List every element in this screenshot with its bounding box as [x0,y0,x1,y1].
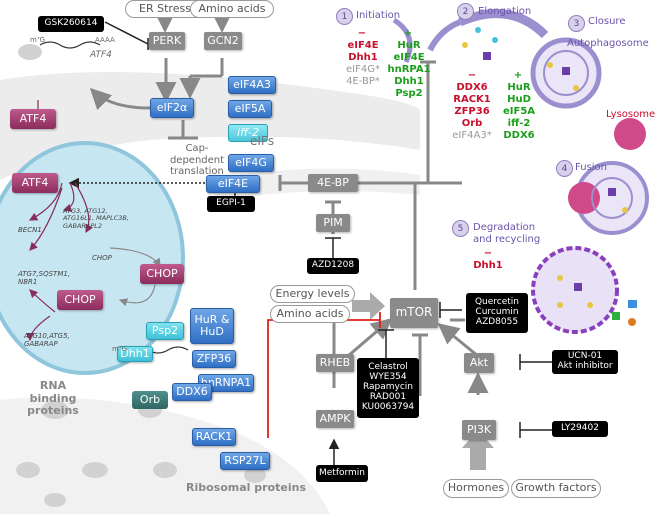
initiation-minus: − [357,28,367,39]
nucleus [0,141,185,375]
atf4-mrna-label: ATF4 [90,50,112,60]
hormones-stimulus: Hormones [443,479,509,498]
er-stress-stimulus: ER Stress [125,0,205,18]
rack1-node: RACK1 [192,428,236,446]
energy-levels-stimulus: Energy levels [270,285,355,303]
degradation-inhibitors: Dhh1 [473,260,503,271]
m7g-label: m⁷G [30,36,46,44]
zfp36-node: ZFP36 [192,350,236,368]
rbp-m7g-label: m⁷G [112,345,128,353]
hormone-arrow [462,430,494,470]
elongation-minus: − [467,70,477,81]
atf4-nucleus-node: ATF4 [12,173,58,193]
gcn2-node: GCN2 [204,32,242,50]
rheb-node: RHEB [316,354,354,372]
akt-inhibitor-box: UCN-01 Akt inhibitor [552,350,618,374]
initiation-activators: HuR eIF4E hnRPA1 Dhh1 Psp2 [387,40,431,99]
gene-group2-label: ATG7,SQSTM1, NBR1 [18,270,71,287]
autophagosome-label: Autophagosome [567,38,649,49]
elongation-inhibitors: DDX6 RACK1 ZFP36 Orb [453,82,491,129]
cap-dependent-label: Cap-dependent translation [169,143,225,177]
chop-cytoplasm-node: CHOP [140,264,184,284]
iff2-node: iff-2 [228,124,268,142]
mtor-node: mTOR [390,298,438,328]
stage-badge-5: 5 [452,220,469,237]
chop-nucleus-node: CHOP [57,290,103,310]
hur-hud-node: HuR & HuD [190,308,234,344]
pi3k-node: PI3K [462,420,496,440]
gene-group1-label: ATG10,ATG5, GABARAP [24,332,70,349]
becn1-gene-label: BECN1 [18,226,42,234]
eifs-label: eIFs [250,134,275,148]
hnrnpa1-node: hnRNPA1 [198,374,254,392]
stage-title-3: Closure [588,16,626,27]
akt-node: Akt [464,353,494,373]
degradation-minus: − [483,248,493,259]
ly29402-inhibitor: LY29402 [552,421,608,437]
rna-binding-proteins-label: RNA binding proteins [27,379,79,418]
phagophore [392,17,413,64]
initiation-inhibitors: eIF4E Dhh1 [347,40,379,63]
lysosome-label: Lysosome [606,109,656,120]
dhh1-node: Dhh1 [117,346,153,362]
initiation-plus: + [403,28,413,39]
stage-badge-4: 4 [556,160,573,177]
er-membrane-bottom [0,397,330,514]
eif4a3-node: eIF4A3 [228,76,276,94]
cargo-icon [483,52,491,60]
mtor-drugs-inhibitor: Quercetin Curcumin AZD8055 [466,293,528,333]
stage-badge-3: 3 [568,15,585,32]
orb-node: Orb [132,391,168,409]
chop-gene-label: CHOP [92,254,112,262]
stage-badge-1: 1 [336,8,353,25]
atf4-cytoplasm-node: ATF4 [10,109,56,129]
ribosomal-proteins-label: Ribosomal proteins [186,481,306,494]
rsp27l-node: RSP27L [220,452,270,470]
growth-factors-stimulus: Growth factors [511,479,601,498]
pim-node: PIM [316,214,350,232]
eif5a-node: eIF5A [228,100,272,118]
elongation-grey-list: eIF4A3* [452,130,492,141]
lysosome-icon [614,118,646,150]
perk-node: PERK [149,32,185,50]
stage-title-2: Elongation [478,6,532,17]
egpi1-inhibitor: EGPI-1 [207,196,255,212]
stage-title-5: Degradation and recycling [473,222,541,245]
eif2a-node: eIF2α [150,98,194,118]
metformin-activator: Metformin [316,465,368,482]
amino-acids-stimulus: Amino acids [270,305,350,323]
eif4g-node: eIF4G [228,154,274,172]
stage-title-4: Fusion [575,162,607,173]
amino-acids-top-stimulus: Amino acids [190,0,274,18]
aaaa-label: AAAA [95,36,115,44]
energy-arrow [352,292,385,320]
elongation-activators: HuR HuD eIF5A iff-2 DDX6 [502,82,536,141]
psp2-node: Psp2 [146,322,184,340]
gene-group3-label: ATG3, ATG12, ATG16L1, MAPLC3B, GABARAPL2 [63,207,129,230]
rapalogs-inhibitor: Celastrol WYE354 Rapamycin RAD001 KU0063… [357,358,419,418]
initiation-grey-list: eIF4G* 4E-BP* [346,64,380,87]
ampk-node: AMPK [316,410,354,428]
elongation-plus: + [513,70,523,81]
recycled-product-icon [628,300,637,308]
stage-title-1: Initiation [356,10,401,21]
eif4e-node: eIF4E [206,175,260,193]
gsk260614-inhibitor: GSK260614 [38,16,104,32]
azd1208-inhibitor: AZD1208 [307,258,359,274]
atf4-mrna [39,41,101,49]
stage-badge-2: 2 [457,3,474,20]
4ebp-node: 4E-BP [308,174,358,192]
ddx6-node: DDX6 [172,383,212,401]
